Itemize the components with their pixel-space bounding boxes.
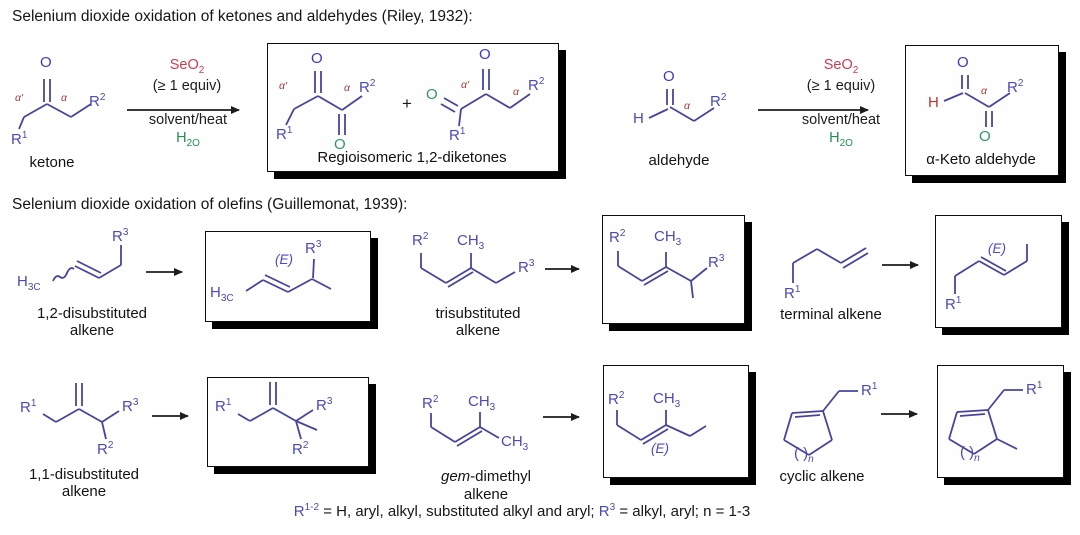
atom-o: O (311, 50, 323, 67)
atom-o: O (957, 54, 969, 71)
atom-r1: R1 (20, 398, 37, 416)
alkene5-skeleton (430, 412, 500, 447)
atom-r2: R2 (710, 92, 727, 110)
atom-o: O (979, 128, 991, 145)
alpha-label: α (684, 100, 690, 112)
atom-r1: R1 (276, 125, 293, 143)
reagent-seo2: SeO2 (169, 57, 205, 76)
equiv-note: (≥ 1 equiv) (152, 78, 222, 94)
atom-h3c: H3C (17, 273, 41, 293)
alkene5-label-line2: alkene (463, 486, 509, 503)
atom-r3: R3 (518, 258, 535, 276)
atom-r2: R2 (412, 231, 429, 249)
atom-r3: R3 (305, 239, 322, 257)
atom-ch3: CH3 (468, 393, 496, 413)
ketone-skeleton (18, 79, 92, 130)
atom-r2: R2 (97, 440, 114, 458)
alkene4-label-line2: alkene (61, 483, 107, 500)
substituent-legend: R1-2 = H, aryl, alkyl, substituted alkyl… (122, 502, 922, 520)
atom-r1: R1 (861, 381, 878, 399)
alkene1-label-line2: alkene (69, 322, 115, 339)
product-caption-diketones: Regioisomeric 1,2-diketones (317, 149, 507, 166)
product-box-keto-aldehyde (905, 45, 1059, 176)
product-box-allylic-alcohol-1 (205, 231, 371, 322)
atom-o: O (479, 46, 491, 63)
atom-ch3: CH3 (457, 232, 485, 252)
atom-r1: R1 (449, 126, 466, 144)
atom-r2: R2 (359, 78, 376, 96)
alpha-label: α (981, 85, 987, 97)
reactant-label-aldehyde: aldehyde (648, 152, 710, 169)
alkene4-skeleton (42, 383, 120, 440)
aldehyde-skeleton (648, 89, 715, 122)
atom-r2: R2 (528, 76, 545, 94)
atom-r2: R2 (608, 390, 625, 408)
alpha-label: α (61, 92, 67, 104)
atom-h: H (928, 94, 939, 111)
atom-r3: R3 (708, 253, 725, 271)
e-config-label: (E) (275, 252, 293, 267)
alkene3-skeleton (792, 247, 869, 283)
alpha-label: α (344, 82, 350, 94)
atom-ch3: CH3 (654, 228, 682, 248)
alpha-prime-label: α' (15, 92, 23, 104)
atom-o: O (334, 136, 346, 153)
solvent-note: solvent/heat (801, 112, 881, 128)
atom-r3: R3 (122, 397, 139, 415)
legend-r12: R1-2 (293, 502, 320, 520)
alkene3-label-line1: terminal alkene (780, 306, 882, 323)
e-config-label: (E) (651, 441, 669, 456)
water-note: H2O (829, 130, 853, 149)
atom-r1: R1 (11, 130, 28, 148)
atom-o: O (663, 68, 675, 85)
alkene4-label-line1: 1,1-disubstituted (28, 466, 140, 483)
alpha-prime-label: α' (461, 79, 469, 91)
atom-o: O (426, 86, 438, 103)
ring-size-annotation: ( )n (794, 445, 814, 465)
alpha-prime-label: α' (279, 80, 287, 92)
product-box-allylic-alcohol-6 (937, 365, 1064, 478)
atom-h3c: H3C (210, 284, 234, 304)
alkene1-skeleton (52, 245, 122, 282)
plus-sign: + (402, 94, 412, 113)
ring-size-annotation: ( )n (960, 444, 980, 464)
atom-r1: R1 (1026, 380, 1043, 398)
legend-r3: R3 (598, 502, 616, 520)
section2-title: Selenium dioxide oxidation of olefins (G… (12, 196, 408, 213)
atom-r2: R2 (609, 228, 626, 246)
reactant-label-ketone: ketone (29, 154, 75, 171)
atom-r1: R1 (215, 397, 232, 415)
alkene5-label-line1: gem-dimethyl (440, 468, 532, 485)
atom-ch3: CH3 (653, 390, 681, 410)
alkene2-label-line1: trisubstituted (435, 305, 521, 322)
atom-h: H (633, 110, 644, 127)
alkene2-skeleton (420, 253, 516, 288)
e-config-label: (E) (988, 241, 1006, 256)
equiv-note: (≥ 1 equiv) (806, 78, 876, 94)
section1-title: Selenium dioxide oxidation of ketones an… (12, 8, 473, 25)
atom-r2: R2 (89, 92, 106, 110)
product-box-allylic-alcohol-4 (207, 377, 369, 467)
atom-r1: R1 (945, 295, 962, 313)
atom-ch3: CH3 (501, 433, 529, 453)
atom-r3: R3 (112, 227, 129, 245)
solvent-note: solvent/heat (148, 112, 228, 128)
atom-r1: R1 (784, 284, 801, 302)
atom-r2: R2 (1007, 78, 1024, 96)
alkene1-label-line1: 1,2-disubstituted (36, 305, 148, 322)
legend-end: = alkyl, aryl; n = 1-3 (615, 503, 751, 520)
atom-r2: R2 (422, 394, 439, 412)
alpha-label: α (513, 86, 519, 98)
product-box-allylic-alcohol-5 (603, 365, 749, 478)
atom-r3: R3 (316, 396, 333, 414)
reagent-seo2: SeO2 (823, 57, 859, 76)
product-caption-keto-aldehyde: α-Keto aldehyde (926, 151, 1036, 168)
legend-mid: = H, aryl, alkyl, substituted alkyl and … (319, 503, 599, 520)
atom-r2: R2 (292, 440, 309, 458)
alkene2-label-line2: alkene (455, 322, 501, 339)
atom-o: O (40, 54, 52, 71)
water-note: H2O (176, 130, 200, 149)
alkene6-label-line1: cyclic alkene (779, 468, 865, 485)
